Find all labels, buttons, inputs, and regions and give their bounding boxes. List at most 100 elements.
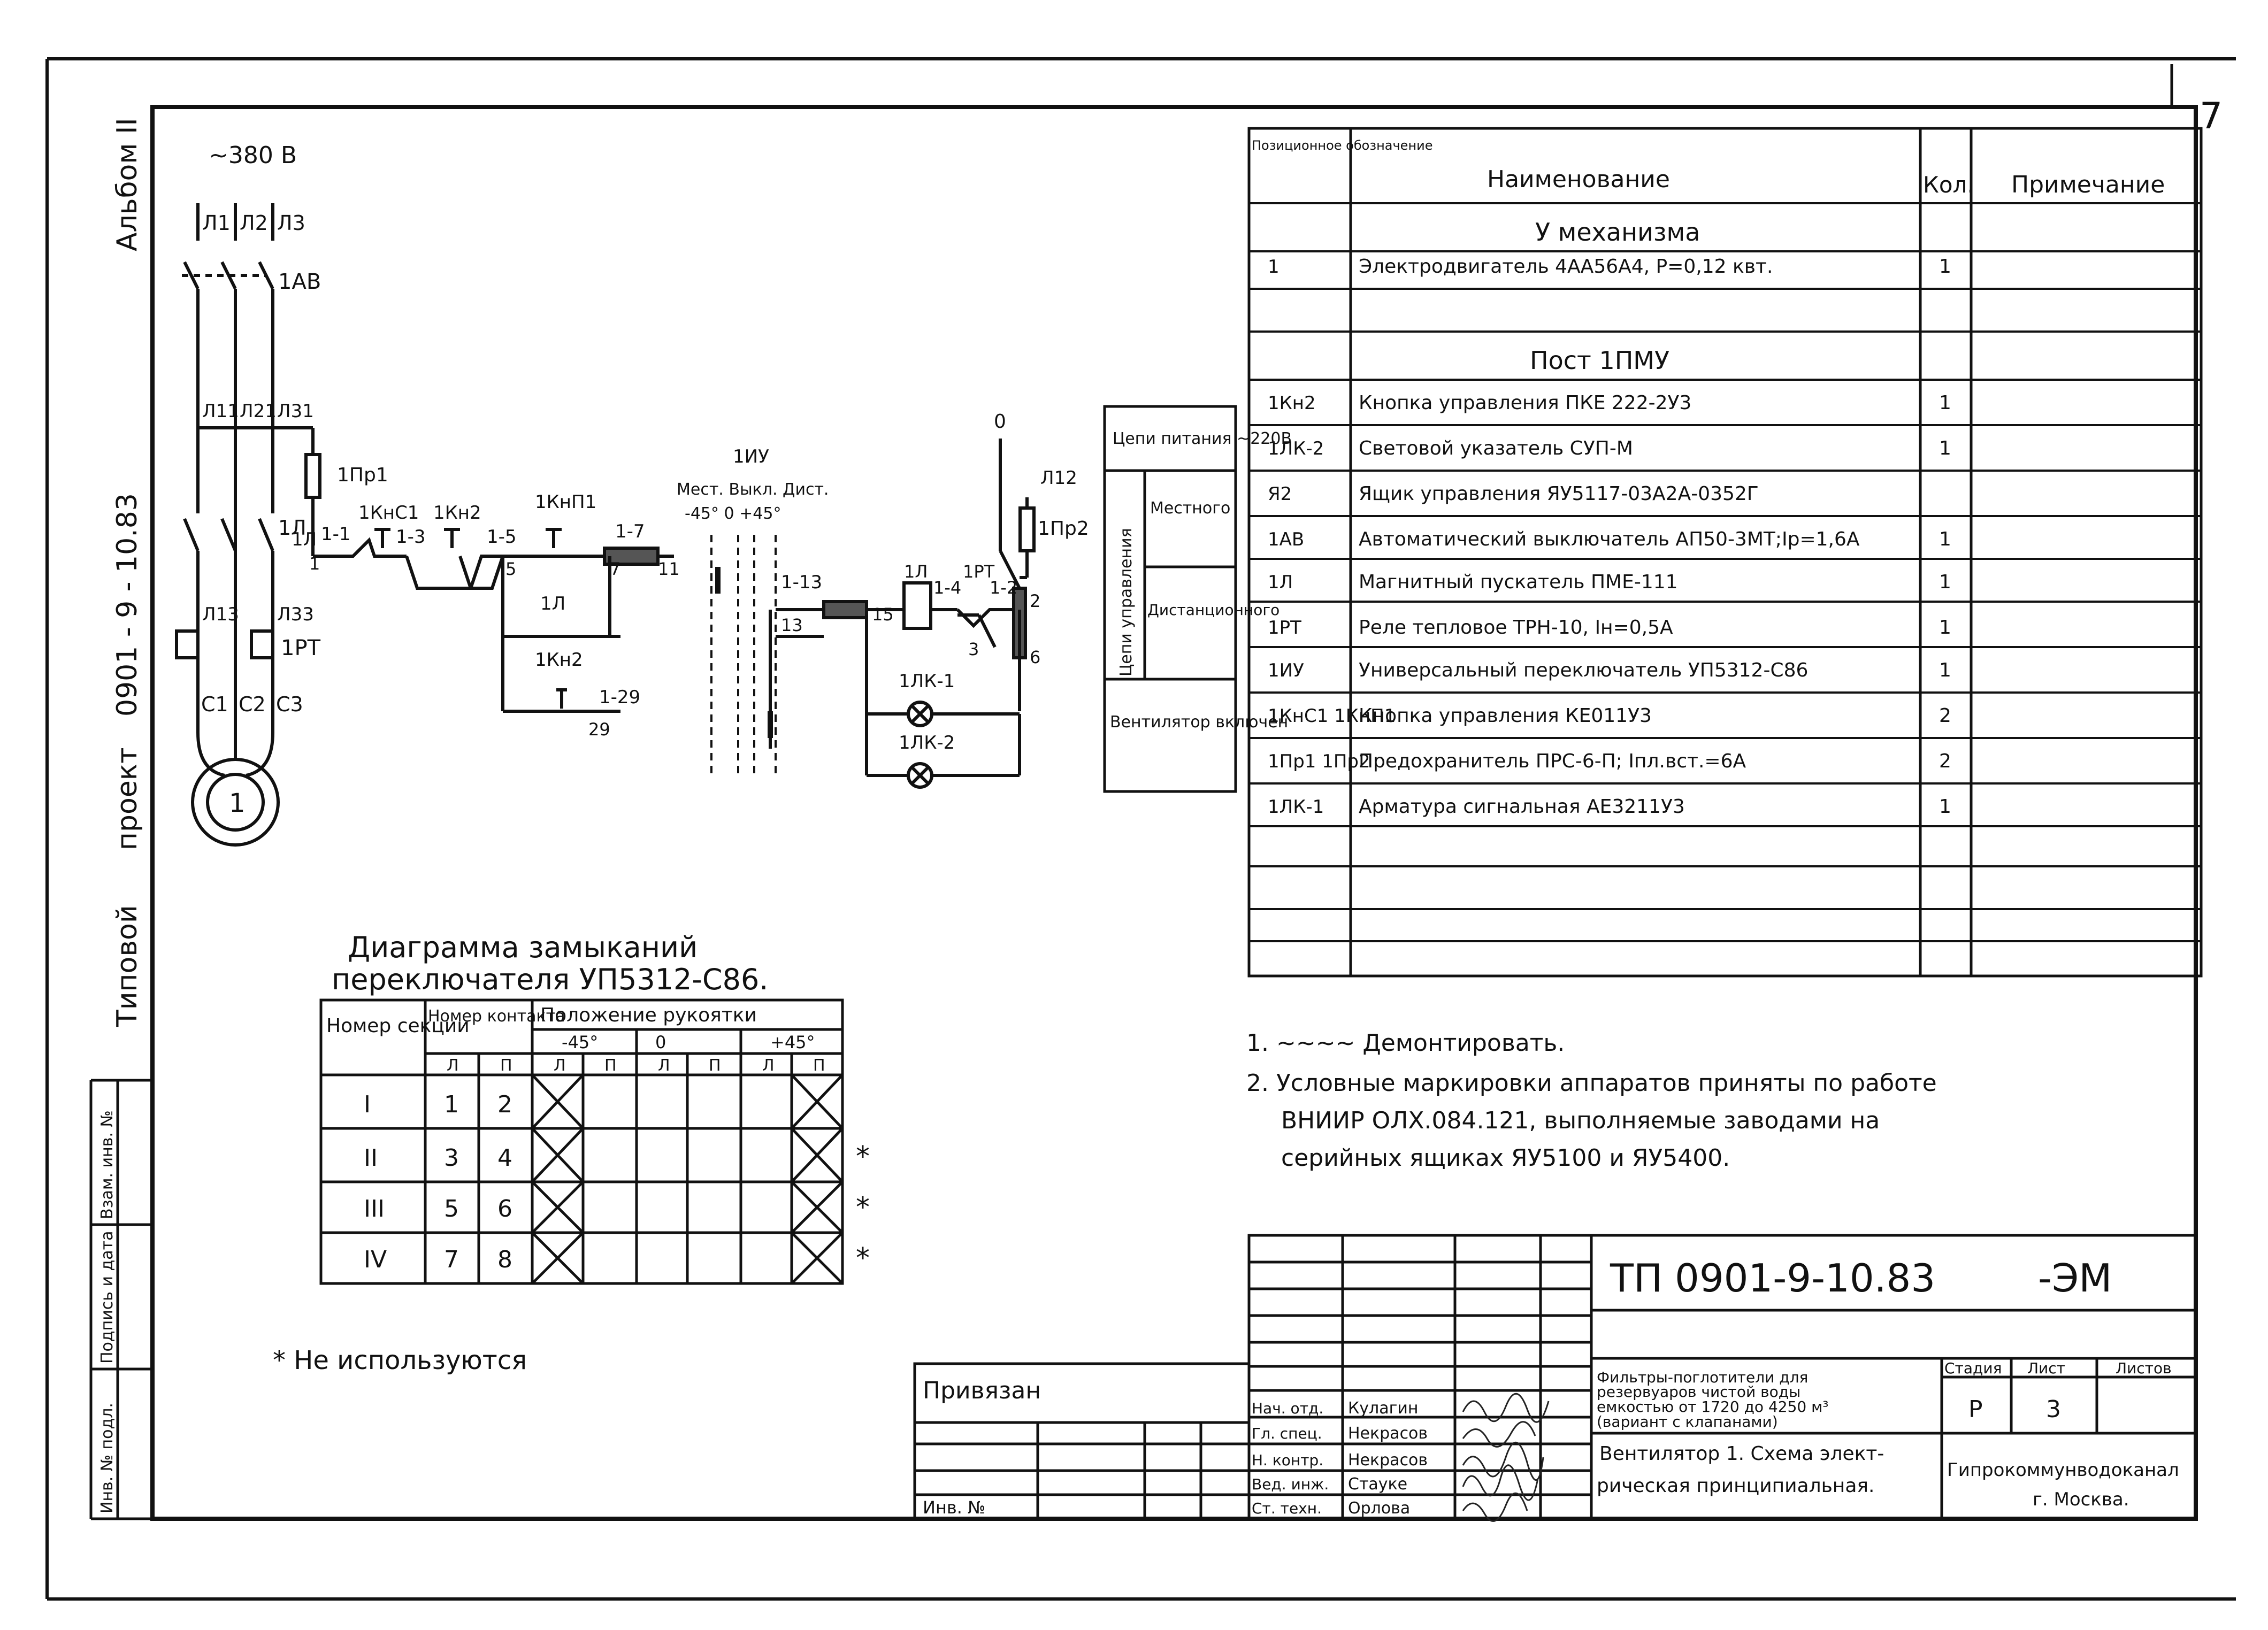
phase-l1: Л1 bbox=[202, 211, 231, 235]
spec-qty: 1 bbox=[1939, 571, 1951, 593]
drawing-suffix: -ЭМ bbox=[2038, 1256, 2112, 1301]
sheet-value: 3 bbox=[2046, 1396, 2061, 1423]
spec-qty: 1 bbox=[1939, 796, 1951, 818]
spec-name: Арматура сигнальная АЕ3211У3 bbox=[1359, 796, 1685, 818]
switch-diagram: Диаграмма замыканий переключателя УП5312… bbox=[273, 931, 870, 1375]
contactor-hold-label: 1Л bbox=[540, 593, 565, 614]
drawing-name-2: рическая принципиальная. bbox=[1597, 1475, 1875, 1497]
note-2c: серийных ящиках ЯУ5100 и ЯУ5400. bbox=[1281, 1144, 1730, 1172]
wire-1-7: 1-7 bbox=[615, 521, 645, 542]
spec-name: Автоматический выключатель АП50-3МТ;Iр=1… bbox=[1359, 528, 1860, 550]
lp-label: П bbox=[604, 1056, 617, 1075]
terminal-c2: С2 bbox=[239, 693, 266, 716]
signatures bbox=[1462, 1393, 1550, 1522]
zone-control: Цепи управления bbox=[1117, 528, 1136, 676]
spec-qty: 1 bbox=[1939, 392, 1951, 414]
supply-label: ~380 В bbox=[209, 142, 297, 169]
spec-qty: 1 bbox=[1939, 659, 1951, 681]
spec-pos: 1Кн2 bbox=[1268, 393, 1316, 414]
angle-plus45: +45° bbox=[770, 1032, 815, 1052]
spec-name: Электродвигатель 4АА56А4, Р=0,12 квт. bbox=[1359, 256, 1773, 278]
diagram-title-2: переключателя УП5312-С86. bbox=[332, 963, 768, 996]
button-stop-label: 1КнС1 bbox=[358, 502, 419, 524]
zone-fan: Вентилятор включен bbox=[1110, 713, 1288, 732]
wire-l31: Л31 bbox=[277, 401, 314, 422]
desc-4: (вариант с клапанами) bbox=[1597, 1413, 1778, 1431]
breaker-label: 1АВ bbox=[278, 270, 321, 294]
node-15: 15 bbox=[872, 604, 894, 625]
wire-1-29: 1-29 bbox=[599, 687, 640, 708]
sheets-header: Листов bbox=[2116, 1359, 2172, 1377]
fuse1-label: 1Пр1 bbox=[337, 464, 388, 486]
stamp-field-1: Инв. № подл. bbox=[98, 1403, 117, 1513]
left-margin: Альбом II 0901 - 9 - 10.83 проект Типово… bbox=[89, 118, 152, 1520]
contactor-label-power: 1Л bbox=[278, 516, 307, 540]
album-label: Альбом II bbox=[111, 118, 143, 251]
lp-label: Л bbox=[658, 1056, 670, 1075]
spec-pos: 1Л bbox=[1268, 572, 1293, 593]
terminal-c3: С3 bbox=[276, 693, 303, 716]
h-contact: Номер контакта bbox=[428, 1007, 565, 1026]
switch-positions: Мест. Выкл. Дист. bbox=[677, 480, 829, 499]
node-6: 6 bbox=[1030, 647, 1040, 667]
role-label: Вед. инж. bbox=[1252, 1475, 1329, 1493]
contact-right: 6 bbox=[497, 1195, 512, 1222]
role-label: Гл. спец. bbox=[1252, 1425, 1322, 1442]
spec-name: Предохранитель ПРС-6-П; Iпл.вст.=6А bbox=[1359, 750, 1746, 772]
diagram-footnote: * Не используются bbox=[273, 1345, 527, 1375]
note-1: 1. ~~~~ Демонтировать. bbox=[1246, 1029, 1565, 1057]
spec-pos: 1АВ bbox=[1268, 529, 1304, 550]
spec-pos: 1РТ bbox=[1268, 617, 1301, 639]
switch-angles: -45° 0 +45° bbox=[685, 504, 781, 523]
unused-mark: * bbox=[856, 1191, 870, 1224]
wire-zero: 0 bbox=[994, 411, 1006, 433]
header-name: Наименование bbox=[1487, 166, 1670, 193]
spec-pos: 1ИУ bbox=[1268, 660, 1304, 681]
spec-pos: 1Пр1 1Пр2 bbox=[1268, 751, 1370, 772]
spec-pos: 1 bbox=[1268, 256, 1279, 278]
spec-name: Ящик управления ЯУ5117-03А2А-0352Г bbox=[1359, 483, 1759, 505]
spec-qty: 1 bbox=[1939, 437, 1951, 459]
contact-left: 3 bbox=[444, 1144, 459, 1172]
org-name: Гипрокоммунводоканал bbox=[1947, 1459, 2179, 1481]
wire-l13: Л13 bbox=[202, 604, 239, 625]
spec-name: Универсальный переключатель УП5312-С86 bbox=[1359, 659, 1808, 681]
phase-l3: Л3 bbox=[277, 211, 305, 235]
power-circuit: ~380 В bbox=[175, 142, 321, 847]
spec-pos: Я2 bbox=[1268, 483, 1292, 505]
unused-mark: * bbox=[856, 1242, 870, 1274]
title-block: ТП 0901-9-10.83 -ЭМ Привязан Инв. № Нач.… bbox=[913, 1234, 2197, 1522]
angle-minus45: -45° bbox=[562, 1032, 598, 1052]
stamp-field-3: Взам. инв. № bbox=[98, 1110, 117, 1219]
fuse2-label: 1Пр2 bbox=[1038, 518, 1089, 540]
stamp-field-2: Подпись и дата bbox=[98, 1231, 117, 1364]
section-number: II bbox=[364, 1144, 378, 1172]
sheet-number: 7 bbox=[2200, 95, 2223, 137]
control-circuit: 1Пр1 1Пр2 1Л 1-1 1КнС1 1-3 1Кн2 1-5 1КнП… bbox=[292, 411, 1089, 789]
relay-contact-label: 1РТ bbox=[963, 562, 995, 582]
spec-pos: 1КнС1 1КнП1 bbox=[1268, 705, 1396, 727]
role-name: Кулагин bbox=[1348, 1399, 1418, 1418]
motor-number: 1 bbox=[229, 788, 246, 818]
role-label: Нач. отд. bbox=[1252, 1400, 1323, 1417]
header-qty: Кол. bbox=[1923, 172, 1974, 198]
h-position: Положение рукоятки bbox=[540, 1004, 757, 1026]
section-number: III bbox=[364, 1195, 385, 1222]
spec-name: Магнитный пускатель ПМЕ-111 bbox=[1359, 571, 1678, 593]
node-7: 7 bbox=[610, 559, 620, 579]
contact-left: 1 bbox=[444, 1091, 459, 1118]
role-label: Н. контр. bbox=[1252, 1451, 1323, 1469]
note-2b: ВНИИР ОЛХ.084.121, выполняемые заводами … bbox=[1281, 1107, 1880, 1134]
button-kn2-label: 1Кн2 bbox=[433, 502, 481, 524]
node-13: 13 bbox=[781, 615, 803, 635]
contact-right: 2 bbox=[497, 1091, 512, 1118]
switch-label: 1ИУ bbox=[733, 446, 769, 467]
drawing-name-1: Вентилятор 1. Схема элект- bbox=[1599, 1443, 1884, 1465]
zone-remote: Дистанционного bbox=[1147, 601, 1279, 619]
contact-right: 4 bbox=[497, 1144, 512, 1172]
diagram-title-1: Диаграмма замыканий bbox=[348, 931, 698, 964]
node-3: 3 bbox=[968, 639, 979, 659]
node-1: 1 bbox=[309, 553, 320, 574]
lp-label: П bbox=[709, 1056, 721, 1075]
